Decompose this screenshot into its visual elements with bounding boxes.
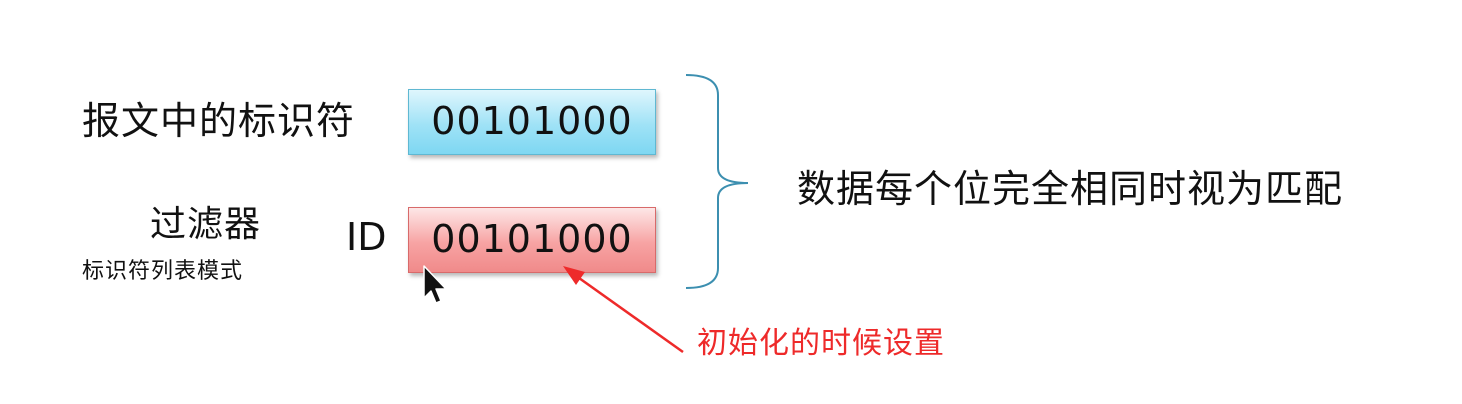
filter-id-label: ID xyxy=(346,215,387,259)
match-rule-text: 数据每个位完全相同时视为匹配 xyxy=(797,167,1344,211)
filter-id-bits-box: 00101000 xyxy=(408,207,656,273)
message-identifier-bits-box: 00101000 xyxy=(408,89,656,155)
filter-mode-subtitle: 标识符列表模式 xyxy=(82,259,244,284)
arrow-icon xyxy=(563,266,684,354)
message-identifier-label: 报文中的标识符 xyxy=(82,99,356,143)
bracket-icon xyxy=(685,74,749,289)
mouse-cursor-icon xyxy=(423,265,447,304)
init-setting-annotation: 初始化的时候设置 xyxy=(697,326,945,361)
filter-title: 过滤器 xyxy=(150,204,262,245)
